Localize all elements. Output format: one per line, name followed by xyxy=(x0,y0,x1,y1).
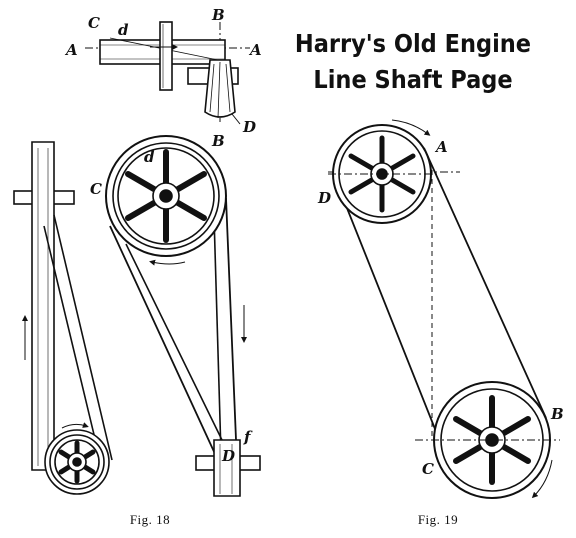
fig19-label-a: A xyxy=(434,138,448,156)
fig18-caption: Fig. 18 xyxy=(130,512,170,527)
top-shaft-figure xyxy=(85,21,250,125)
fig19-big-pulley xyxy=(415,381,560,499)
fig18-label-d-small: d xyxy=(144,148,155,166)
page-title-line1: Harry's Old Engine xyxy=(295,29,531,58)
label-b-bottom: B xyxy=(211,132,225,150)
fig18-small-pulley xyxy=(44,422,110,495)
label-b-top: B xyxy=(211,6,225,24)
fig18-big-pulley xyxy=(105,135,261,497)
label-d-small: d xyxy=(118,21,129,39)
fig19-label-c: C xyxy=(422,460,434,478)
fig19-label-d: D xyxy=(317,189,331,207)
fig18-left-belt xyxy=(13,141,113,471)
fig19-label-b: B xyxy=(550,405,564,423)
page-title-line2: Line Shaft Page xyxy=(313,65,512,94)
label-d-big: D xyxy=(242,118,256,136)
label-a-right: A xyxy=(248,41,262,59)
label-c: C xyxy=(88,14,100,32)
label-a-left: A xyxy=(64,41,78,59)
fig18-label-f: f xyxy=(243,428,253,446)
fig19-caption: Fig. 19 xyxy=(418,512,458,527)
fig19-small-pulley xyxy=(328,119,440,224)
fig18-label-d-big: D xyxy=(221,447,235,465)
fig18-label-c: C xyxy=(90,180,102,198)
